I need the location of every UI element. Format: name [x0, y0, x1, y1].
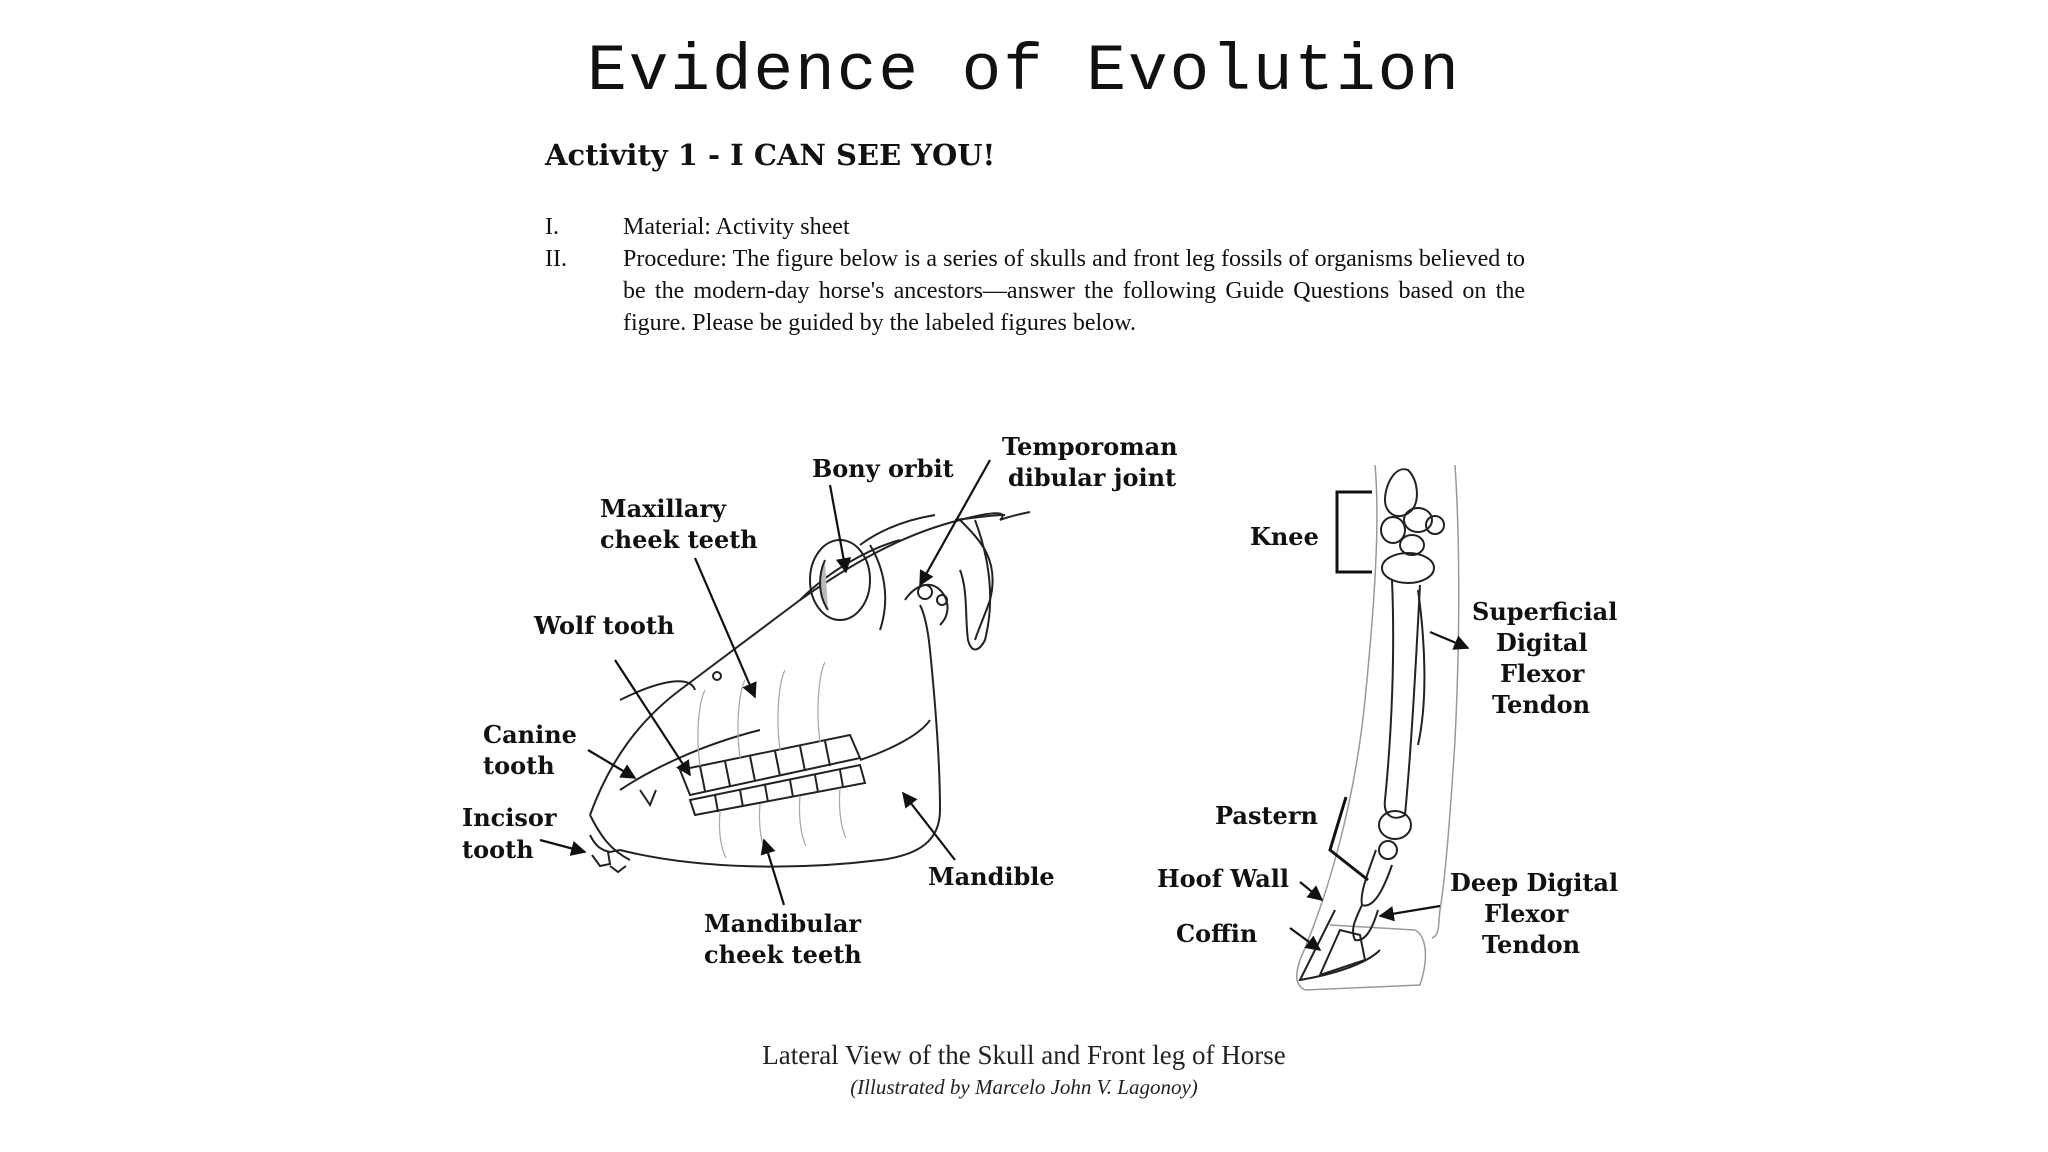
label-tmj-line2: dibular joint	[1008, 463, 1176, 492]
list-number: II.	[545, 246, 567, 272]
label-tmj-line1: Temporoman	[1002, 432, 1178, 461]
label-ddft-line1: Deep Digital	[1450, 868, 1618, 897]
horse-anatomy-figure: Bony orbit Temporoman dibular joint Maxi…	[462, 432, 1618, 991]
label-canine-line1: Canine	[483, 720, 577, 749]
list-text: Material: Activity sheet	[623, 214, 850, 240]
label-incisor-line2: tooth	[462, 835, 534, 864]
label-pastern: Pastern	[1215, 801, 1318, 830]
skull-drawing	[589, 511, 1031, 874]
leg-pointers	[1289, 630, 1470, 951]
label-mandibular-line2: cheek teeth	[704, 940, 862, 969]
label-canine-line2: tooth	[483, 751, 555, 780]
label-sdft-line4: Tendon	[1492, 690, 1590, 719]
label-wolf-tooth: Wolf tooth	[533, 611, 674, 640]
label-incisor-line1: Incisor	[462, 803, 557, 832]
slide-title: Evidence of Evolution	[587, 34, 1461, 109]
label-maxillary-line2: cheek teeth	[600, 525, 758, 554]
leg-brackets	[1328, 490, 1372, 882]
leg-drawing	[1295, 464, 1460, 991]
activity-heading: Activity 1 - I CAN SEE YOU!	[545, 138, 996, 172]
label-ddft-line3: Tendon	[1482, 930, 1580, 959]
label-maxillary-line1: Maxillary	[600, 494, 727, 523]
label-sdft-line3: Flexor	[1500, 659, 1585, 688]
label-knee: Knee	[1250, 522, 1319, 551]
figure-caption: Lateral View of the Skull and Front leg …	[762, 1040, 1286, 1070]
label-mandibular-line1: Mandibular	[704, 909, 861, 938]
label-sdft-line1: Superficial	[1472, 597, 1617, 626]
label-hoof-wall: Hoof Wall	[1157, 864, 1289, 893]
label-mandible: Mandible	[928, 862, 1055, 891]
label-sdft-line2: Digital	[1496, 628, 1588, 657]
skull-pointers	[539, 459, 991, 906]
list-text: Procedure: The figure below is a series …	[623, 246, 1525, 336]
label-bony-orbit: Bony orbit	[812, 454, 954, 483]
figure-credit: (Illustrated by Marcelo John V. Lagonoy)	[850, 1075, 1198, 1099]
list-number: I.	[545, 214, 559, 240]
label-ddft-line2: Flexor	[1484, 899, 1569, 928]
label-coffin: Coffin	[1176, 919, 1257, 948]
